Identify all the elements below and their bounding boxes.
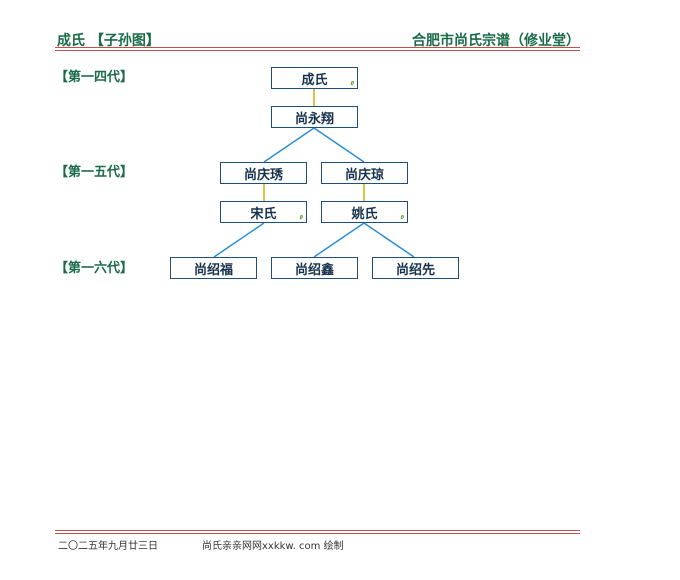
child-link-qingxiu [263, 127, 315, 163]
person-node-shaofu[interactable]: 尚绍福 [170, 257, 257, 279]
chart-title: 成氏 【子孙图】 [57, 33, 160, 49]
person-node-qingqiong[interactable]: 尚庆琼 [321, 162, 408, 184]
person-name: 宋氏 [250, 206, 277, 222]
person-name: 尚庆琇 [243, 167, 283, 183]
child-link-shaoxian [363, 222, 415, 258]
header-divider-bottom [55, 50, 580, 51]
person-node-chengshi[interactable]: 成氏 ꬾ [271, 67, 358, 89]
person-name: 尚绍先 [395, 262, 435, 278]
person-name: 尚绍鑫 [294, 262, 334, 278]
person-node-shaoxian[interactable]: 尚绍先 [372, 257, 459, 279]
child-link-shaofu [213, 222, 265, 258]
person-name: 尚绍福 [193, 262, 233, 278]
footer-divider-top [55, 530, 580, 531]
person-node-yongxiang[interactable]: 尚永翔 [271, 106, 358, 128]
spouse-mark-icon: ꬾ [400, 212, 404, 221]
spouse-mark-icon: ꬾ [350, 78, 354, 87]
person-node-qingxiu[interactable]: 尚庆琇 [220, 162, 307, 184]
person-name: 尚庆琼 [344, 167, 384, 183]
person-name: 成氏 [301, 72, 328, 88]
generation-label-15: 【第一五代】 [55, 165, 134, 180]
generation-label-14: 【第一四代】 [55, 70, 134, 85]
footer-credit: 尚氏亲亲网网xxkkw. com 绘制 [202, 541, 344, 552]
person-node-yaoshi[interactable]: 姚氏 ꬾ [321, 201, 408, 223]
person-node-songshi[interactable]: 宋氏 ꬾ [220, 201, 307, 223]
generation-label-16: 【第一六代】 [55, 261, 134, 276]
footer-divider-bottom [55, 533, 580, 534]
genealogy-title: 合肥市尚氏宗谱（修业堂） [412, 33, 580, 49]
person-name: 姚氏 [351, 206, 378, 222]
child-link-qingqiong [313, 127, 365, 163]
header-divider-top [55, 47, 580, 48]
person-name: 尚永翔 [294, 111, 334, 127]
child-link-shaoxin [313, 222, 365, 258]
spouse-mark-icon: ꬾ [299, 212, 303, 221]
footer-date: 二〇二五年九月廿三日 [58, 541, 158, 552]
person-node-shaoxin[interactable]: 尚绍鑫 [271, 257, 358, 279]
